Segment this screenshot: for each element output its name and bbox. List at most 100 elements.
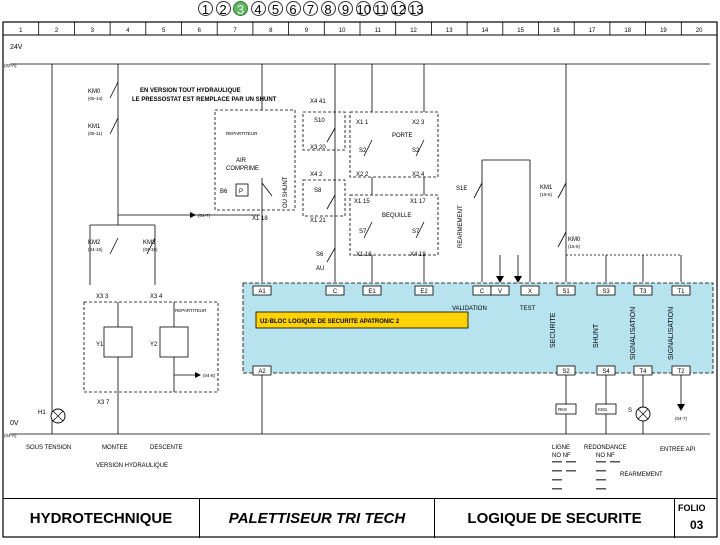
s6-label: S6 bbox=[316, 252, 324, 258]
column-label-9: 9 bbox=[305, 28, 309, 34]
s7b-contact-icon bbox=[415, 221, 425, 239]
page-5-button[interactable]: 5 bbox=[268, 1, 283, 17]
redondance-label: REDONDANCE bbox=[584, 445, 627, 451]
terminal-e2: E2 bbox=[420, 289, 428, 295]
folio-label: FOLIO bbox=[678, 503, 706, 513]
column-label-18: 18 bbox=[624, 28, 631, 34]
km1-label: KM1 bbox=[88, 124, 101, 130]
b6-contact-icon bbox=[261, 182, 273, 197]
terminal-s3: S3 bbox=[602, 289, 610, 295]
y1-label: Y1 bbox=[96, 342, 104, 348]
valve-repartiteur-box bbox=[83, 301, 219, 393]
rk8-label: RK8 bbox=[558, 407, 567, 412]
x33-label: X3 3 bbox=[96, 294, 109, 300]
pneumatic-repartiteur: REPARTITEUR bbox=[226, 131, 258, 136]
terminal-t1: T1 bbox=[677, 289, 685, 295]
s-label: S bbox=[628, 408, 632, 414]
terminal-a2: A2 bbox=[258, 369, 266, 375]
s1e-label: S1E bbox=[456, 186, 467, 192]
s7b-label: S7 bbox=[412, 229, 420, 235]
column-label-8: 8 bbox=[269, 28, 273, 34]
page-12-button[interactable]: 12 bbox=[390, 1, 406, 17]
km1b-contact-icon bbox=[557, 182, 567, 199]
terminal-box bbox=[520, 285, 540, 296]
link-ref-04-7: (04-7) bbox=[198, 213, 211, 218]
page-6-button[interactable]: 6 bbox=[285, 1, 301, 17]
valve-ref: (04-8) bbox=[203, 373, 216, 378]
s2b-label: S2 bbox=[412, 148, 420, 154]
s8-contact-icon bbox=[326, 194, 336, 210]
x24-label: X2 4 bbox=[412, 172, 425, 178]
sheet-subject: LOGIQUE DE SECURITE bbox=[435, 499, 675, 538]
column-label-2: 2 bbox=[55, 28, 59, 34]
version-label: VERSION HYDRAULIQUE bbox=[96, 463, 168, 469]
km0-contact-icon bbox=[109, 81, 119, 99]
descente-label: DESCENTE bbox=[150, 445, 183, 451]
x117-label: X1 17 bbox=[410, 199, 426, 205]
s2b-contact-icon bbox=[415, 139, 425, 157]
terminal-box bbox=[596, 285, 616, 296]
terminal-t4: T4 bbox=[639, 369, 647, 375]
column-label-17: 17 bbox=[589, 28, 596, 34]
column-label-13: 13 bbox=[446, 28, 453, 34]
h1-label: H1 bbox=[38, 410, 46, 416]
x116-label: X1 16 bbox=[356, 252, 372, 258]
x37-label: X3 7 bbox=[97, 400, 110, 406]
km3-contact-icon bbox=[146, 237, 156, 255]
page-9-button[interactable]: 9 bbox=[338, 1, 353, 17]
pressostat-p: P bbox=[239, 189, 243, 195]
ligne-label: LIGNE bbox=[552, 445, 570, 451]
y2-coil-icon bbox=[159, 326, 189, 358]
terminal-box bbox=[325, 285, 345, 296]
terminal-box bbox=[556, 285, 576, 296]
pressostat-icon bbox=[235, 183, 249, 197]
column-label-16: 16 bbox=[553, 28, 560, 34]
km1b-label: KM1 bbox=[540, 185, 553, 191]
y2-label: Y2 bbox=[150, 342, 158, 348]
au-label: AU bbox=[316, 266, 324, 272]
column-label-14: 14 bbox=[482, 28, 489, 34]
module-title: U2-BLOC LOGIQUE DE SECURITE APATRONIC 2 bbox=[260, 319, 400, 325]
page-8-button[interactable]: 8 bbox=[320, 1, 336, 17]
folio-number: 03 bbox=[690, 518, 704, 532]
pneumatic-air: AIR bbox=[236, 158, 247, 164]
column-label-5: 5 bbox=[162, 28, 166, 34]
column-label-19: 19 bbox=[660, 28, 667, 34]
terminal-a1: A1 bbox=[258, 289, 266, 295]
no-nf-1: NO NF bbox=[552, 453, 571, 459]
page-10-button[interactable]: 10 bbox=[355, 1, 371, 17]
supply-0v: 0V bbox=[10, 420, 19, 427]
km2-contact-icon bbox=[109, 237, 119, 255]
terminal-box bbox=[671, 285, 691, 296]
page-11-button[interactable]: 11 bbox=[373, 1, 388, 17]
s10-label: S10 bbox=[314, 118, 325, 124]
x42-label: X4 2 bbox=[310, 172, 323, 178]
terminal-box bbox=[633, 285, 653, 296]
column-label-10: 10 bbox=[339, 28, 346, 34]
page-13-button[interactable]: 13 bbox=[408, 1, 424, 17]
x310-label: X3 20 bbox=[310, 145, 326, 151]
rearmement-bottom: REARMEMENT bbox=[620, 472, 663, 478]
page-4-button[interactable]: 4 bbox=[250, 1, 266, 17]
column-label-15: 15 bbox=[517, 28, 524, 34]
km1b-ref: (15-6) bbox=[540, 192, 553, 197]
km1-coil-icon bbox=[595, 403, 617, 415]
note-line1: EN VERSION TOUT HYDRAULIQUE bbox=[140, 88, 241, 94]
inner-label-signalisation-1: SIGNALISATION bbox=[630, 307, 637, 360]
km0-label: KM0 bbox=[88, 89, 101, 95]
terminal-box bbox=[490, 285, 510, 296]
rearmement-label: REARMEMENT bbox=[458, 205, 464, 248]
page-1-button[interactable]: 1 bbox=[198, 1, 213, 17]
page-3-button[interactable]: 3 bbox=[233, 1, 248, 17]
x11-label: X1 1 bbox=[356, 120, 369, 126]
page-7-button[interactable]: 7 bbox=[303, 1, 318, 17]
sheet-frame bbox=[2, 21, 718, 538]
module-title-box bbox=[255, 311, 469, 329]
column-label-3: 3 bbox=[91, 28, 95, 34]
page-2-button[interactable]: 2 bbox=[215, 1, 231, 17]
porte-label: PORTE bbox=[392, 133, 413, 139]
